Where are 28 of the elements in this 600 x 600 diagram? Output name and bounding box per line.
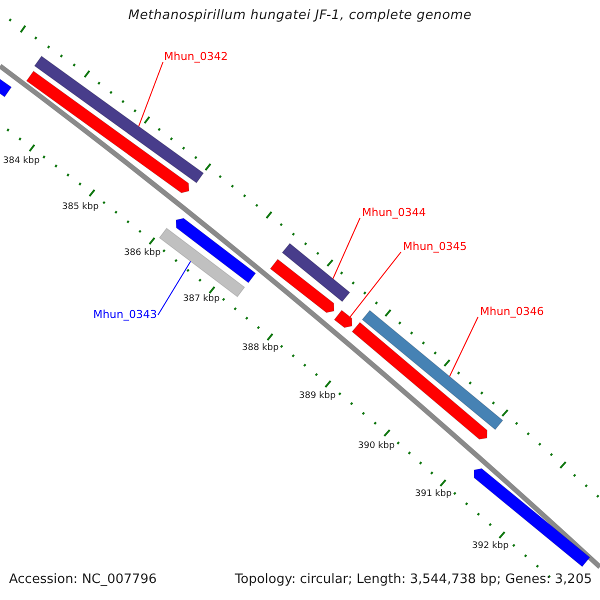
gene-bar [474,468,590,568]
scale-label: 392 kbp [472,542,509,551]
scale-label: 388 kbp [242,344,279,353]
footer-note: Accession: NC_007796 [9,573,157,586]
leader-line [449,316,478,377]
scale-label: 386 kbp [124,249,161,258]
scale-label: 390 kbp [358,442,395,451]
diagram-title: Methanospirillum hungatei JF-1, complete genome [128,9,472,22]
gene-label: Mhun_0346 [480,306,544,317]
leader-line [350,252,402,318]
leader-line [332,218,360,280]
gene-bar [334,310,352,328]
leader-line [158,260,192,316]
gene-bar [270,258,334,314]
gene-bar [176,218,256,284]
scale-label: 389 kbp [299,392,336,401]
scale-label: 384 kbp [3,157,40,166]
gene-bar [352,322,488,440]
gene-bar [26,70,190,194]
gene-label: Mhun_0345 [403,241,467,252]
gene-label: Mhun_0342 [164,51,228,62]
gene-bar [282,242,350,302]
scale-label: 385 kbp [62,203,99,212]
gene-label: Mhun_0343 [93,309,157,320]
scale-label: 391 kbp [415,490,452,499]
leader-line [138,62,164,127]
scale-label: 387 kbp [183,295,220,304]
gene-label: Mhun_0344 [362,207,426,218]
